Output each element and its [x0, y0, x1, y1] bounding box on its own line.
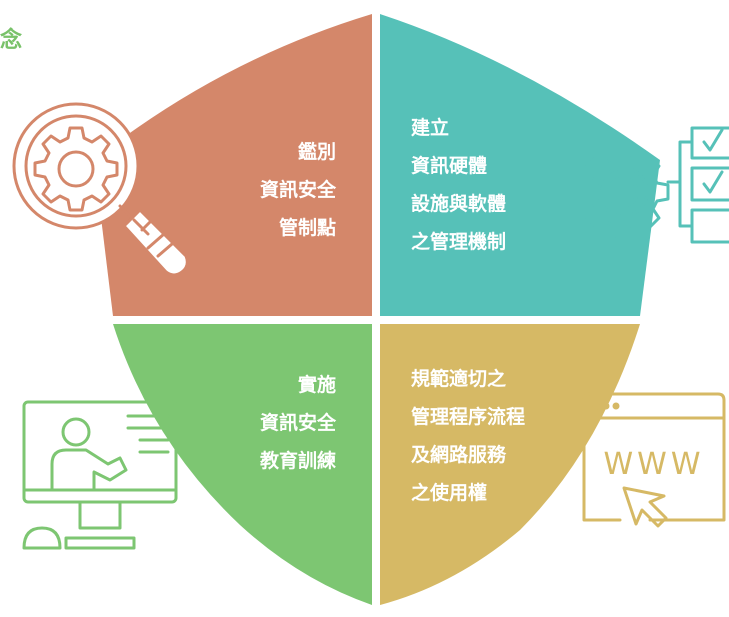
- quadrant-infrastructure-label: 建立 資訊硬體 設施與軟體 之管理機制: [411, 117, 507, 253]
- magnifier-gear-icon: [12, 102, 189, 277]
- quadrant-training: [113, 324, 372, 605]
- page-title-fragment: 念: [0, 28, 23, 53]
- quadrant-procedure-label: 規範適切之 管理程序流程 及網路服務 之使用權: [411, 368, 526, 504]
- browser-www-icon: WWW: [582, 392, 726, 528]
- presentation-monitor-icon: [22, 400, 178, 550]
- quadrant-procedure: [380, 324, 640, 605]
- quadrant-infrastructure: [380, 14, 660, 316]
- www-label: WWW: [604, 447, 705, 482]
- gear-checklist-icon: [576, 126, 729, 244]
- quadrant-training-label: 實施 資訊安全 教育訓練: [259, 374, 336, 472]
- quadrant-identify-label: 鑑別 資訊安全 管制點: [259, 141, 336, 239]
